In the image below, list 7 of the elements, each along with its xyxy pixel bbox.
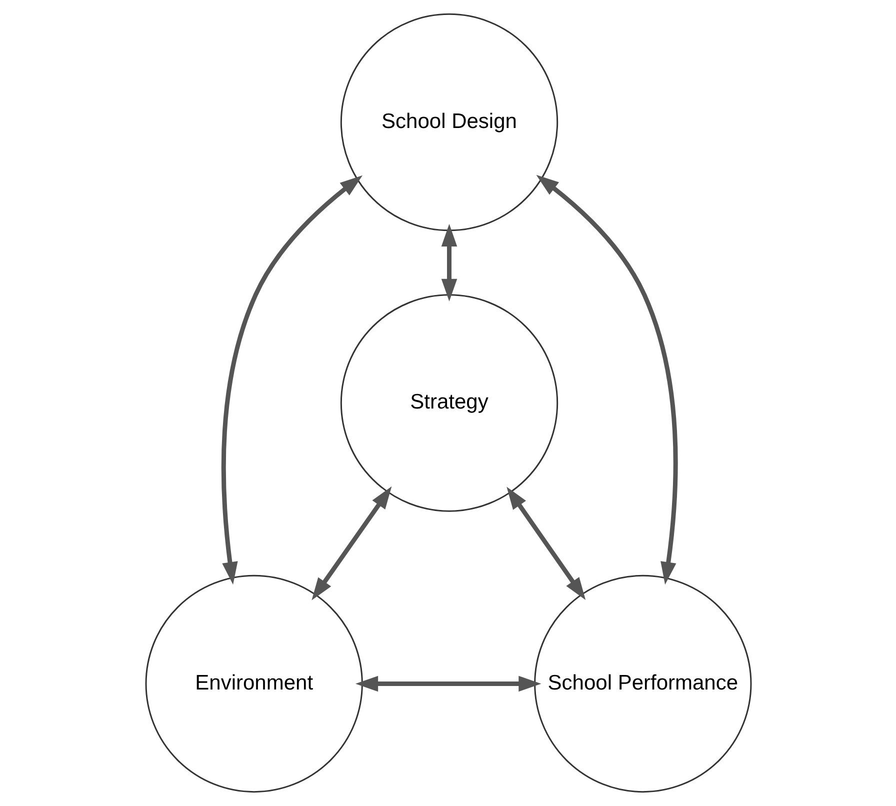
- node-circle: Environment: [144, 574, 362, 793]
- arrow: [311, 486, 392, 600]
- arrow: [220, 175, 362, 585]
- arrow: [354, 676, 541, 692]
- arrow: [506, 486, 586, 600]
- arrow: [536, 174, 678, 585]
- arrow: [440, 224, 457, 302]
